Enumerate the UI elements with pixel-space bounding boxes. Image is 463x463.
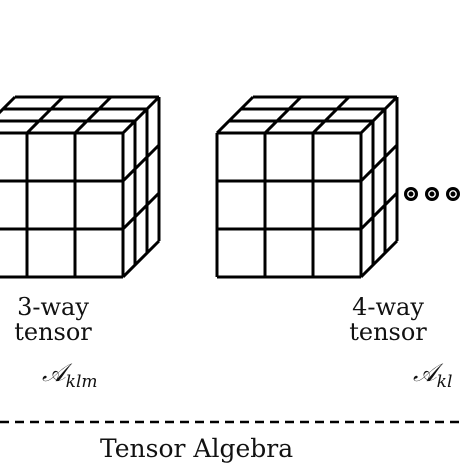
continuation-dot-ring <box>407 190 415 198</box>
top-depth-line <box>263 95 303 135</box>
symbol-4-way: 𝒜kl <box>413 358 452 392</box>
caption-4-way: 4-way tensor <box>346 295 430 345</box>
top-depth-line <box>311 95 351 135</box>
caption-3-way-line1: 3-way <box>17 293 89 321</box>
caption-4-way-line1: 4-way <box>352 293 424 321</box>
side-depth-line <box>121 143 161 183</box>
continuation-dot <box>425 187 439 201</box>
continuation-dots <box>404 187 460 201</box>
symbol-3-way-subscript: klm <box>65 372 98 392</box>
side-depth-line <box>359 239 399 279</box>
symbol-3-way-letter: 𝒜 <box>42 358 66 387</box>
continuation-dot-ring <box>428 190 436 198</box>
top-depth-line <box>73 95 113 135</box>
caption-3-way-line2: tensor <box>14 318 92 346</box>
top-depth-line <box>0 95 17 115</box>
cube-4-way-tensor <box>215 95 399 279</box>
symbol-4-way-subscript: kl <box>436 372 453 392</box>
continuation-dot <box>446 187 460 201</box>
continuation-dot <box>404 187 418 201</box>
caption-4-way-line2: tensor <box>349 318 427 346</box>
footer-title: Tensor Algebra <box>100 434 294 463</box>
side-depth-line <box>121 239 161 279</box>
top-depth-line <box>215 95 255 135</box>
side-depth-line <box>359 143 399 183</box>
side-depth-line <box>121 191 161 231</box>
cube-3-way-tensor <box>0 95 161 279</box>
caption-3-way: 3-way tensor <box>0 295 106 345</box>
symbol-3-way: 𝒜klm <box>42 358 98 392</box>
top-depth-line <box>359 95 399 135</box>
symbol-4-way-letter: 𝒜 <box>413 358 437 387</box>
side-depth-line <box>359 191 399 231</box>
top-depth-line <box>121 95 161 135</box>
continuation-dot-ring <box>449 190 457 198</box>
top-depth-line <box>25 95 65 135</box>
